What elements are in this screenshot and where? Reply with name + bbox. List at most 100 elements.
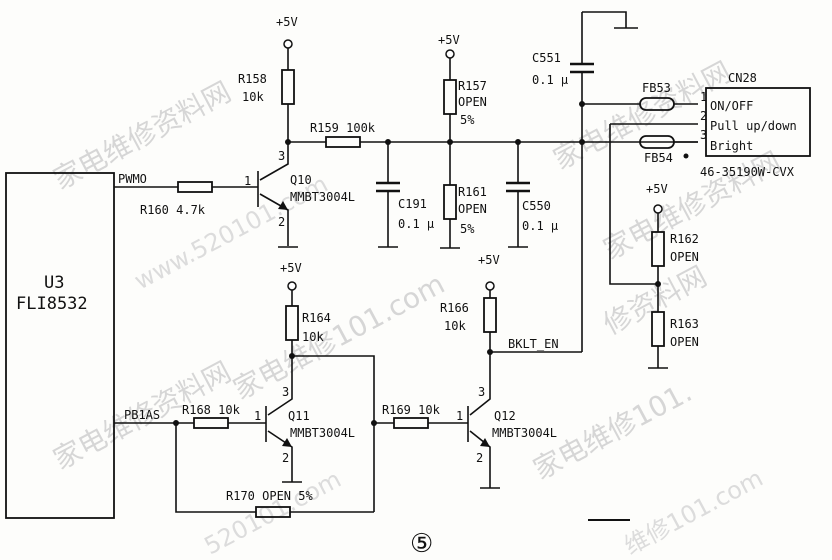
supply-label: +5V [280, 261, 302, 275]
junction-dot [371, 420, 377, 426]
capacitor-c551 [570, 62, 594, 74]
junction-dot [385, 139, 391, 145]
supply-terminal [287, 281, 297, 291]
r158-ref-label: R158 [238, 72, 267, 86]
q11-part-label: MMBT3004L [290, 426, 355, 440]
resistor-r166 [483, 297, 497, 333]
c551-value-label: 0.1 μ [532, 73, 568, 87]
q11-pin1-label: 1 [254, 409, 261, 423]
r161-ref-label: R161 [458, 185, 487, 199]
r169-label: R169 10k [382, 403, 441, 417]
r163-value-label: OPEN [670, 335, 699, 349]
ic-ref-label: U3 [44, 273, 64, 293]
resistor-r158 [281, 69, 295, 105]
watermark-text: 家电维修101.com [228, 267, 450, 406]
net-label-bklt: BKLT_EN [508, 337, 559, 351]
q10-pin3-label: 3 [278, 149, 285, 163]
capacitor-c191 [376, 181, 400, 193]
connector-part-label: 46-35190W-CVX [700, 165, 795, 179]
r157-ref-label: R157 [458, 79, 487, 93]
c551-ref-label: C551 [532, 51, 561, 65]
junction-dot [579, 101, 585, 107]
connector-body [705, 87, 811, 157]
watermark-text: 家电维修资料网 [598, 145, 787, 266]
q11-pin3-label: 3 [282, 385, 289, 399]
connector-pin3-name: Bright [710, 139, 753, 153]
resistor-r170 [255, 506, 291, 518]
q11-ref-label: Q11 [288, 409, 310, 423]
watermark-text: 维修101.com [620, 464, 768, 560]
r161-tol-label: 5% [460, 222, 475, 236]
r168-label: R168 10k [182, 403, 241, 417]
resistor-r168 [193, 417, 229, 429]
q12-emitter-arrow [480, 438, 490, 447]
junction-dot [289, 353, 295, 359]
resistor-r161 [443, 184, 457, 220]
r170-label: R170 OPEN 5% [226, 489, 313, 503]
resistor-r169 [393, 417, 429, 429]
resistor-r164 [285, 305, 299, 341]
marker-dot [683, 153, 689, 159]
supply-terminal [653, 204, 663, 214]
junction-dot [579, 139, 585, 145]
c550-ref-label: C550 [522, 199, 551, 213]
resistor-r162 [651, 231, 665, 267]
r166-value-label: 10k [444, 319, 466, 333]
connector-pin2-name: Pull up/down [710, 119, 797, 133]
junction-dot [447, 139, 453, 145]
r157-tol-label: 5% [460, 113, 475, 127]
r164-ref-label: R164 [302, 311, 331, 325]
q12-pin2-label: 2 [476, 451, 483, 465]
capacitor-c550 [506, 181, 530, 193]
fb53-label: FB53 [642, 81, 671, 95]
r166-ref-label: R166 [440, 301, 469, 315]
connector-ref-label: CN28 [728, 71, 757, 85]
r163-ref-label: R163 [670, 317, 699, 331]
c550-value-label: 0.1 μ [522, 219, 558, 233]
supply-terminal [445, 49, 455, 59]
ferrite-fb54 [639, 135, 675, 149]
r157-value-label: OPEN [458, 95, 487, 109]
q10-ref-label: Q10 [290, 173, 312, 187]
r160-label: R160 4.7k [140, 203, 206, 217]
connector-cn28: CN28 1 2 3 ON/OFF Pull up/down Bright 46… [700, 71, 811, 179]
q12-ref-label: Q12 [494, 409, 516, 423]
resistor-r163 [651, 311, 665, 347]
r162-value-label: OPEN [670, 250, 699, 264]
connector-pin-number: 3 [700, 128, 707, 142]
resistor-r157 [443, 79, 457, 115]
ic-u3: U3 FLI8532 [5, 172, 115, 519]
resistor-r159 [325, 136, 361, 148]
q12-pin1-label: 1 [456, 409, 463, 423]
resistor-r160 [177, 181, 213, 193]
r159-label: R159 100k [310, 121, 376, 135]
junction-dot [655, 281, 661, 287]
supply-terminal [485, 281, 495, 291]
q10-pin2-label: 2 [278, 215, 285, 229]
c191-value-label: 0.1 μ [398, 217, 434, 231]
r158-value-label: 10k [242, 90, 264, 104]
fb54-label: FB54 [644, 151, 673, 165]
supply-label: +5V [646, 182, 668, 196]
junction-dot [515, 139, 521, 145]
supply-terminal [283, 39, 293, 49]
net-label-pwm: PWMO [118, 172, 147, 186]
r161-value-label: OPEN [458, 202, 487, 216]
c191-ref-label: C191 [398, 197, 427, 211]
ic-part-label: FLI8532 [16, 294, 88, 314]
figure-number: ⑤ [410, 529, 433, 559]
q10-emitter-arrow [278, 201, 288, 210]
q12-part-label: MMBT3004L [492, 426, 557, 440]
supply-label: +5V [276, 15, 298, 29]
junction-dot [173, 420, 179, 426]
connector-pin1-name: ON/OFF [710, 99, 753, 113]
supply-label: +5V [438, 33, 460, 47]
junction-dot [285, 139, 291, 145]
q10-part-label: MMBT3004L [290, 190, 355, 204]
net-label-pbias: PB1AS [124, 408, 160, 422]
watermark-text: www.520101.com [130, 170, 333, 296]
q12-pin3-label: 3 [478, 385, 485, 399]
q11-emitter-arrow [282, 438, 292, 447]
ic-body [5, 172, 115, 519]
